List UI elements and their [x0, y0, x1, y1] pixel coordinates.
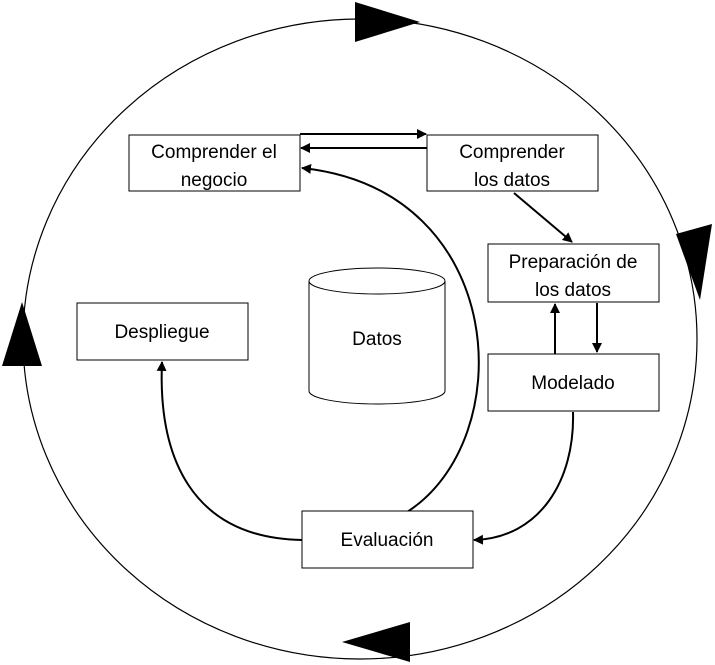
- cycle-arrow-bottom: [342, 622, 410, 662]
- comprender-datos-label-line-2: los datos: [474, 170, 550, 191]
- node-comprender-datos: Comprender los datos: [426, 134, 599, 192]
- node-modelado: Modelado: [487, 353, 660, 412]
- preparacion-label-line-2: los datos: [535, 280, 611, 301]
- cycle-arrow-left: [2, 302, 42, 366]
- comprender-negocio-label-line-2: negocio: [181, 170, 248, 191]
- node-comprender-negocio: Comprender el negocio: [128, 134, 301, 192]
- cycle-arrow-right: [676, 224, 712, 300]
- comprender-negocio-label-line-1: Comprender el: [151, 142, 277, 163]
- datos-cylinder: Datos: [308, 267, 446, 405]
- node-despliegue: Despliegue: [76, 302, 249, 361]
- datos-label: Datos: [352, 329, 402, 350]
- arrow-evaluacion-to-despliegue: [156, 361, 303, 541]
- preparacion-label-line-1: Preparación de: [509, 252, 638, 273]
- modelado-label: Modelado: [531, 373, 614, 394]
- comprender-datos-label-line-1: Comprender: [459, 142, 565, 163]
- evaluacion-label: Evaluación: [341, 530, 434, 551]
- cycle-arrow-top: [355, 2, 420, 42]
- arrow-evaluacion-to-negocio: [301, 163, 480, 513]
- arrow-modelado-to-evaluacion: [473, 411, 575, 545]
- despliegue-label: Despliegue: [114, 322, 209, 343]
- node-evaluacion: Evaluación: [301, 510, 474, 569]
- node-preparacion-datos: Preparación de los datos: [487, 243, 660, 303]
- arrow-datos-to-preparacion: [513, 192, 573, 243]
